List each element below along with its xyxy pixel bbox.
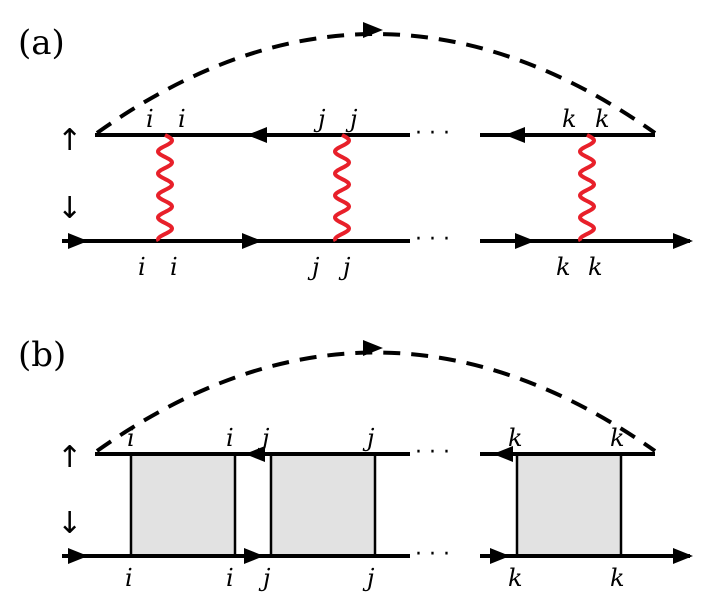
panel-b-top-index: i (226, 424, 234, 452)
panel-a-top-index: j (313, 105, 326, 133)
panel-a-interaction-wavy-line (577, 133, 597, 243)
panel-a-bottom-index: k (588, 253, 603, 281)
panel-a-top-index: j (345, 105, 358, 133)
panel-a-bottom-index: i (138, 253, 146, 281)
panel-b-vertex-box (129, 452, 237, 558)
panel-a-bottom-arrow-icon (68, 233, 88, 249)
panel-a-interaction-wavy-line (155, 133, 175, 243)
panel-a-dashed-arc (95, 32, 657, 135)
panel-a-label: (a) (18, 23, 65, 63)
panel-b-top-index: j (362, 424, 375, 452)
panel-b-bottom-ellipsis: · · · (415, 542, 450, 567)
panel-b-top-index: k (508, 424, 523, 452)
panel-b-bottom-index: i (125, 564, 133, 592)
panel-a-top-index: i (146, 105, 154, 133)
panel-a-top-index: i (178, 105, 186, 133)
panel-b-top-index: k (610, 424, 625, 452)
panel-b-spin-down: ↓ (57, 506, 82, 541)
panel-b-bottom-index: k (508, 564, 523, 592)
panel-a-spin-down: ↓ (57, 191, 82, 226)
panel-a-top-index: k (595, 105, 610, 133)
panel-a-interaction-wavy-line (332, 133, 352, 243)
panel-b-bottom-arrow-icon (490, 548, 510, 564)
panel-b-top-arrow-icon (493, 446, 513, 462)
panel-a-bottom-arrow-icon (515, 233, 535, 249)
panel-a-top-ellipsis: · · · (415, 121, 450, 146)
panel-b-vertex-box (515, 452, 623, 558)
panel-b-bottom-arrow-icon (673, 548, 693, 564)
panel-b-bottom-index: k (610, 564, 625, 592)
panel-a-arc-arrow-icon (363, 22, 383, 38)
panel-a-bottom-ellipsis: · · · (415, 227, 450, 252)
panel-a-top-index: k (562, 105, 577, 133)
panel-b-bottom-index: j (258, 564, 271, 592)
panel-b-dashed-arc (95, 350, 657, 453)
panel-b-top-index: i (127, 424, 135, 452)
panel-a-spin-up: ↑ (57, 123, 82, 158)
panel-b-spin-up: ↑ (57, 440, 82, 475)
panel-b-bottom-arrow-icon (244, 548, 264, 564)
panel-b-label: (b) (18, 335, 66, 375)
panel-a: (a) ↑ ↓ · · · · · · i i j j k k i i (18, 22, 693, 281)
panel-b-top-arrow-icon (245, 446, 265, 462)
panel-a-top-arrow-icon (505, 127, 525, 143)
panel-b-top-index: j (257, 424, 270, 452)
panel-a-bottom-index: k (556, 253, 571, 281)
panel-a-bottom-index: j (338, 253, 351, 281)
panel-b-bottom-arrow-icon (68, 548, 88, 564)
panel-a-bottom-index: i (170, 253, 178, 281)
panel-b-arc-arrow-icon (363, 340, 383, 356)
panel-a-bottom-index: j (307, 253, 320, 281)
panel-b-vertex-box (269, 452, 377, 558)
panel-a-bottom-arrow-icon (242, 233, 262, 249)
panel-b-bottom-index: i (226, 564, 234, 592)
panel-b: (b) ↑ ↓ · · · · · · i i j j k k i i (18, 335, 693, 592)
panel-a-bottom-arrow-icon (673, 233, 693, 249)
panel-a-top-arrow-icon (247, 127, 267, 143)
panel-b-top-ellipsis: · · · (415, 440, 450, 465)
panel-b-bottom-index: j (362, 564, 375, 592)
